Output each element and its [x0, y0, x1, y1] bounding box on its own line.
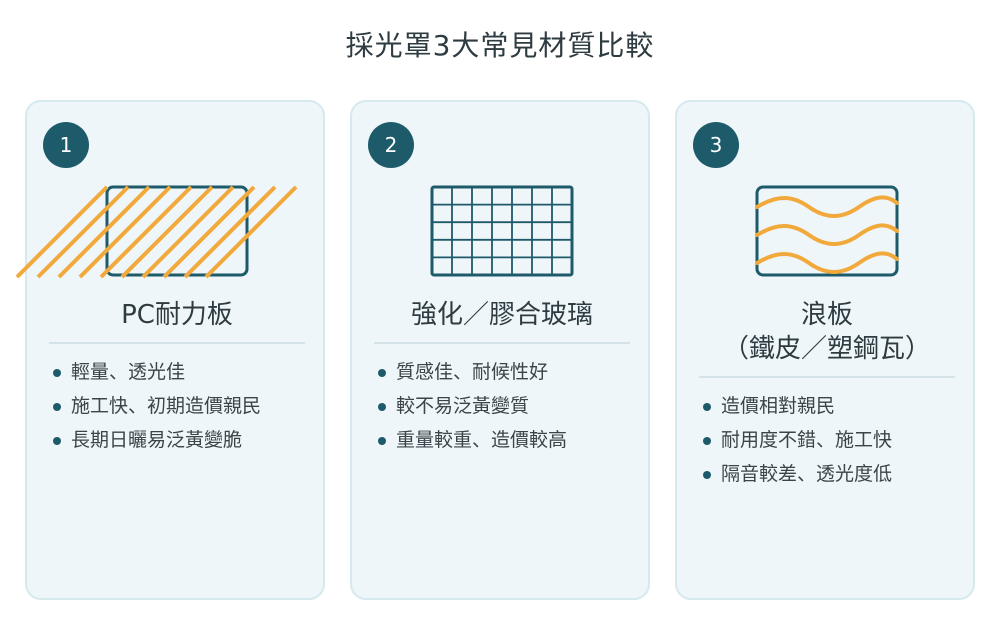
list-item: 隔音較差、透光度低 — [703, 457, 892, 491]
list-item: 長期日曬易泛黃變脆 — [53, 423, 261, 457]
card-pc-board: 1 PC耐力板 輕量、透光佳 施工快、初期造價親民 長期日曬易泛黃變脆 — [15, 100, 325, 600]
card-number-badge: 2 — [368, 122, 414, 168]
card-number-badge: 1 — [43, 122, 89, 168]
wave-sheet-panel-icon — [755, 185, 899, 277]
divider — [699, 376, 955, 378]
card-subtitle: （鐵皮／塑鋼瓦） — [722, 334, 931, 364]
card-title: 強化／膠合玻璃 — [410, 300, 593, 330]
grid-glass-panel-icon — [430, 185, 574, 277]
list-item: 造價相對親民 — [703, 389, 892, 423]
card-corrugated-sheet: 3 浪板 （鐵皮／塑鋼瓦） 造價相對親民 耐用度不錯、施工快 隔音較差、透光度低 — [675, 100, 975, 600]
feature-list: 質感佳、耐候性好 較不易泛黃變質 重量較重、造價較高 — [378, 355, 567, 457]
feature-list: 造價相對親民 耐用度不錯、施工快 隔音較差、透光度低 — [703, 389, 892, 491]
card-title: PC耐力板 — [121, 300, 233, 330]
card-title: 浪板 — [800, 300, 853, 330]
page-title: 採光罩3大常見材質比較 — [345, 29, 655, 62]
list-item: 重量較重、造價較高 — [378, 423, 567, 457]
feature-list: 輕量、透光佳 施工快、初期造價親民 長期日曬易泛黃變脆 — [53, 355, 261, 457]
list-item: 較不易泛黃變質 — [378, 389, 567, 423]
card-glass: 2 強化／膠合玻璃 質感佳、耐候性好 較不易泛黃變質 重量較重、造價較高 — [350, 100, 650, 600]
diagonal-stripes-panel-icon — [15, 185, 298, 279]
list-item: 質感佳、耐候性好 — [378, 355, 567, 389]
divider — [49, 342, 305, 344]
list-item: 施工快、初期造價親民 — [53, 389, 261, 423]
list-item: 耐用度不錯、施工快 — [703, 423, 892, 457]
card-number-badge: 3 — [693, 122, 739, 168]
list-item: 輕量、透光佳 — [53, 355, 261, 389]
divider — [374, 342, 630, 344]
